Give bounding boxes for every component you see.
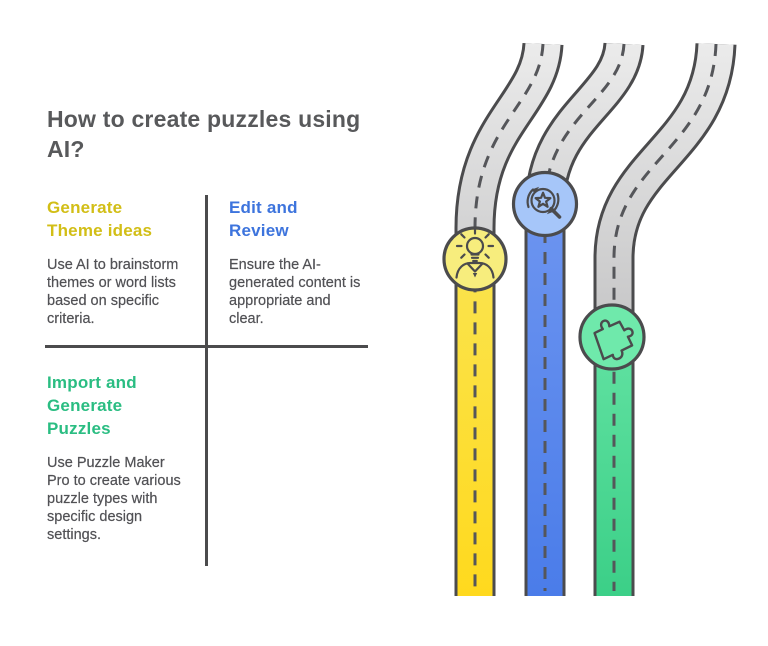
step-card-edit-and-review: Edit and Review Ensure the AI- generated…	[229, 196, 385, 328]
badge-edit-and-review	[511, 170, 579, 238]
divider-vertical	[205, 195, 208, 566]
badge-import-and-generate-puzzles	[578, 303, 646, 371]
step-description-line: specific design	[47, 509, 143, 525]
step-label: Import and Generate Puzzles	[47, 371, 203, 440]
step-description-line: Pro to create various	[47, 473, 181, 489]
lightbulb-person-icon	[455, 227, 495, 279]
magnifier-star-refresh-icon	[526, 186, 562, 219]
step-label-line: Generate	[47, 396, 123, 415]
step-label-line: Review	[229, 221, 289, 240]
step-description-line: appropriate and	[229, 293, 331, 309]
step-label-line: Import and	[47, 373, 137, 392]
step-description-line: puzzle types with	[47, 491, 158, 507]
road-import-and-generate-puzzles	[593, 42, 737, 596]
step-description-line: based on specific	[47, 293, 160, 309]
step-label: Generate Theme ideas	[47, 196, 203, 242]
step-label-line: Theme ideas	[47, 221, 153, 240]
step-card-generate-theme-ideas: Generate Theme ideas Use AI to brainstor…	[47, 196, 203, 328]
road-generate-theme-ideas	[454, 41, 564, 596]
step-label-line: Generate	[47, 198, 123, 217]
step-description-line: themes or word lists	[47, 275, 176, 291]
step-description: Use AI to brainstorm themes or word list…	[47, 256, 203, 328]
step-description-line: Use AI to brainstorm	[47, 257, 179, 273]
step-label: Edit and Review	[229, 196, 385, 242]
step-description: Ensure the AI- generated content is appr…	[229, 256, 385, 328]
step-description-line: criteria.	[47, 311, 95, 327]
step-description-line: Ensure the AI-	[229, 257, 321, 273]
step-description-line: settings.	[47, 527, 101, 543]
page-title-line: How to create puzzles using	[47, 106, 361, 132]
road-dash-line	[473, 43, 545, 591]
step-description: Use Puzzle Maker Pro to create various p…	[47, 454, 203, 544]
page-title: How to create puzzles using AI?	[47, 104, 407, 164]
divider-horizontal	[45, 345, 368, 348]
step-description-line: clear.	[229, 311, 264, 327]
step-card-import-and-generate-puzzles: Import and Generate Puzzles Use Puzzle M…	[47, 371, 203, 544]
road-dash-line	[612, 43, 718, 591]
road-dash-line	[543, 43, 626, 591]
badge-generate-theme-ideas	[442, 226, 508, 292]
step-label-line: Puzzles	[47, 419, 111, 438]
step-description-line: generated content is	[229, 275, 361, 291]
page-title-line: AI?	[47, 136, 85, 162]
puzzle-piece-icon	[593, 319, 634, 361]
step-description-line: Use Puzzle Maker	[47, 455, 165, 471]
step-label-line: Edit and	[229, 198, 298, 217]
